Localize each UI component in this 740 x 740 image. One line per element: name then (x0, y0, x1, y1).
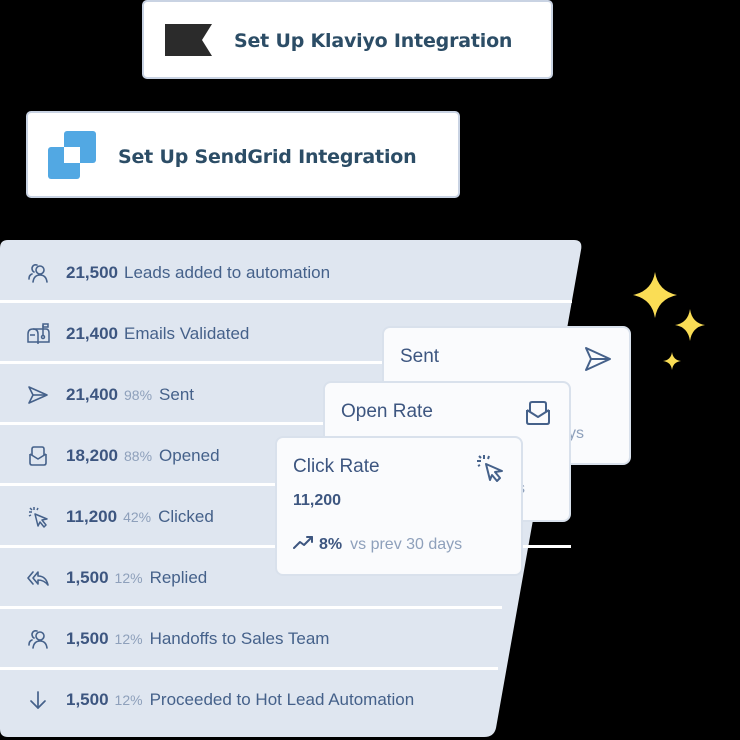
divider (0, 422, 550, 425)
sendgrid-integration-button[interactable]: Set Up SendGrid Integration (26, 111, 460, 198)
send-icon (584, 346, 612, 377)
klaviyo-integration-label: Set Up Klaviyo Integration (234, 30, 513, 52)
send-icon (26, 383, 50, 407)
sendgrid-squares-icon (48, 131, 96, 184)
klaviyo-flag-icon (165, 24, 213, 61)
sparkle-icon (675, 309, 705, 346)
users-icon (26, 261, 50, 285)
envelope-open-icon (525, 400, 551, 431)
divider (0, 667, 498, 670)
klaviyo-integration-button[interactable]: Set Up Klaviyo Integration (142, 0, 553, 79)
divider (0, 300, 572, 303)
envelope-open-icon (26, 444, 50, 468)
sendgrid-integration-label: Set Up SendGrid Integration (118, 146, 417, 168)
sparkle-icon (663, 352, 681, 375)
divider (0, 483, 540, 486)
card-title: Click Rate (293, 456, 380, 477)
card-title: Sent (400, 346, 440, 367)
sparkle-icon (633, 272, 677, 323)
card-trend: 8% vs prev 30 days (293, 535, 462, 554)
trend-up-icon (293, 535, 315, 554)
cursor-click-icon (475, 453, 505, 488)
divider (0, 361, 561, 364)
card-trend-text: ys (568, 425, 584, 442)
divider (0, 606, 502, 609)
cursor-click-icon (26, 505, 50, 529)
mailbox-icon (26, 322, 50, 346)
reply-all-icon (26, 566, 50, 590)
card-value: 11,200 (293, 492, 342, 509)
arrow-down-icon (26, 688, 50, 712)
users-icon (26, 627, 50, 651)
card-title: Open Rate (341, 401, 433, 422)
click-rate-stat-card[interactable]: Click Rate 11,200 8% vs prev 30 days (275, 436, 523, 576)
